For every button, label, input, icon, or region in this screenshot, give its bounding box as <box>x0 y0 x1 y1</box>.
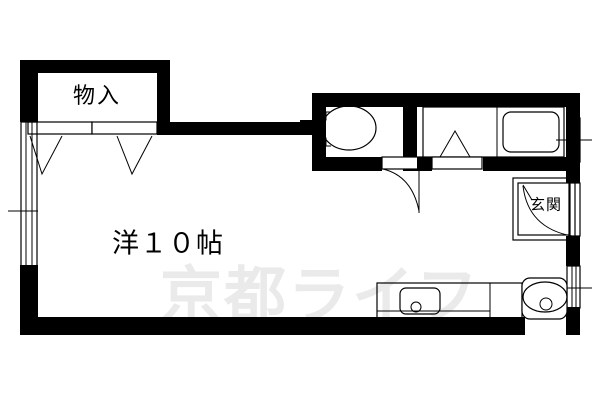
toilet-vent-nub <box>300 120 313 134</box>
left-window-frame[interactable] <box>20 121 38 267</box>
closet-door-swing-left <box>29 135 63 176</box>
bath-interior-outline <box>422 106 565 158</box>
wall-genkan-bottom-jamb <box>566 236 580 266</box>
wall-main-top <box>157 122 312 135</box>
toilet-bowl-icon <box>321 105 377 151</box>
room-label-genkan: 玄関 <box>530 196 562 214</box>
wall-bottom-kitchen <box>380 317 525 335</box>
wall-bath-top <box>417 93 580 107</box>
room-label-closet: 物入 <box>73 84 121 109</box>
wall-bath-bottom-right <box>483 157 580 171</box>
wall-bottom-main <box>20 317 390 335</box>
wash-basin-icon <box>522 281 568 313</box>
bath-door-swing <box>439 129 471 158</box>
entrance-door-opening[interactable] <box>568 182 581 237</box>
wall-toilet-left <box>312 93 326 171</box>
room-label-main: 洋１０帖 <box>112 229 224 260</box>
bath-door-leaf[interactable] <box>431 156 483 170</box>
wall-bath-bottom-left <box>417 157 432 171</box>
toilet-door-swing-arc <box>382 168 420 212</box>
genkan-step-outline <box>517 182 571 236</box>
entrance-door-swing-arc <box>522 185 573 237</box>
kitchen-sink-drain-icon <box>410 301 422 313</box>
wall-closet-right <box>157 60 170 135</box>
wall-genkan-top-jamb <box>566 171 580 183</box>
bathtub-icon <box>502 111 560 153</box>
entrance-door-leaf[interactable] <box>522 184 533 201</box>
wash-basin-drain-icon <box>539 297 553 311</box>
right-window-lower-frame[interactable] <box>566 265 581 309</box>
wall-toilet-bottom-left <box>312 157 382 171</box>
closet-door-swing-right <box>116 135 153 176</box>
wall-right-lower <box>566 307 580 335</box>
genkan-outline <box>512 177 576 241</box>
closet-door-leaf-right[interactable] <box>91 121 158 135</box>
wall-toilet-right <box>403 93 417 171</box>
toilet-tank-icon <box>319 111 331 147</box>
wall-toilet-top <box>312 93 417 107</box>
wall-left-upper <box>20 60 38 122</box>
kitchen-sink-icon <box>399 287 441 315</box>
wall-closet-top <box>20 60 170 73</box>
